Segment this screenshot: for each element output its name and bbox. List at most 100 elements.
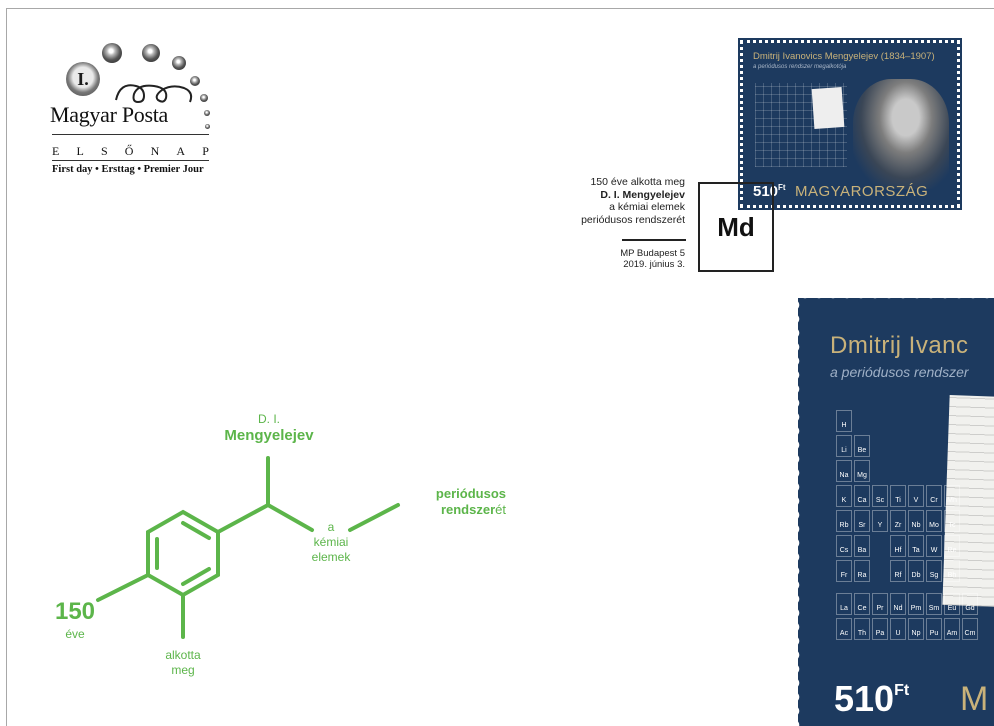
stamp-perforation bbox=[798, 292, 994, 304]
element-cell: H bbox=[836, 410, 852, 432]
mendeleev-portrait bbox=[853, 79, 949, 189]
logo-spiral-dot bbox=[200, 94, 208, 102]
logo-rule bbox=[52, 160, 209, 161]
element-cell: Np bbox=[908, 618, 924, 640]
element-cell: Ra bbox=[854, 560, 870, 582]
element-cell: U bbox=[890, 618, 906, 640]
element-cell: Pu bbox=[926, 618, 942, 640]
molecule-mid-a: a bbox=[327, 520, 335, 534]
elso-letter: P bbox=[202, 144, 209, 158]
element-cell: Be bbox=[854, 435, 870, 457]
element-cell: Pa bbox=[872, 618, 888, 640]
logo-spiral-dot bbox=[142, 44, 160, 62]
element-cell: Am bbox=[944, 618, 960, 640]
element-cell: Ba bbox=[854, 535, 870, 557]
element-cell: Zr bbox=[890, 510, 906, 532]
element-cell: Pr bbox=[872, 593, 888, 615]
small-stamp-country: MAGYARORSZÁG bbox=[795, 183, 929, 200]
element-cell: Rf bbox=[890, 560, 906, 582]
logo-spiral-dot bbox=[190, 76, 200, 86]
molecule-bottom-alkotta: alkotta bbox=[165, 648, 201, 662]
element-cell: Eu bbox=[944, 593, 960, 615]
element-symbol: Md bbox=[717, 211, 755, 242]
element-cell: Y bbox=[872, 510, 888, 532]
element-cell bbox=[872, 560, 888, 582]
element-cell: Tc bbox=[944, 510, 960, 532]
element-cell: Mg bbox=[854, 460, 870, 482]
logo-roman-numeral: I. bbox=[66, 62, 100, 96]
molecule-mid-kemiai: kémiai bbox=[313, 535, 349, 549]
logo-spiral-dot bbox=[204, 110, 210, 116]
element-cell: Ta bbox=[908, 535, 924, 557]
large-stamp-country: M bbox=[960, 680, 989, 718]
element-cell: Ti bbox=[890, 485, 906, 507]
molecule-right-line2: rendszerét bbox=[440, 502, 506, 517]
element-cell: Sr bbox=[854, 510, 870, 532]
element-cell: Cm bbox=[962, 618, 978, 640]
stamp-perforation bbox=[793, 298, 805, 726]
molecule-bottom-label: alkotta meg bbox=[150, 648, 216, 678]
element-cell: V bbox=[908, 485, 924, 507]
small-stamp-title: Dmitrij Ivanovics Mengyelejev (1834–1907… bbox=[753, 51, 935, 62]
postmark-rule bbox=[622, 239, 686, 241]
postmark-line: 150 éve alkotta meg bbox=[590, 176, 685, 188]
elso-letter: L bbox=[76, 144, 84, 158]
table-gap bbox=[836, 585, 994, 593]
element-cell: Rb bbox=[836, 510, 852, 532]
element-cell: Mn bbox=[944, 485, 960, 507]
molecule-right-bold: periódusos bbox=[435, 486, 506, 501]
element-cell: Pm bbox=[908, 593, 924, 615]
molecule-top-initials: D. I. bbox=[257, 412, 280, 426]
logo-spiral-dot bbox=[172, 56, 186, 70]
postmark-line: periódusos rendszerét bbox=[581, 213, 685, 226]
element-cell: Db bbox=[908, 560, 924, 582]
element-cell: Ac bbox=[836, 618, 852, 640]
small-stamp-price: 510Ft bbox=[753, 183, 786, 200]
small-stamp: Dmitrij Ivanovics Mengyelejev (1834–1907… bbox=[738, 38, 962, 210]
postmark-date: 2019. június 3. bbox=[623, 259, 685, 270]
element-cell: W bbox=[926, 535, 942, 557]
element-cell: Ce bbox=[854, 593, 870, 615]
element-cell: Cs bbox=[836, 535, 852, 557]
elso-nap-text: E L S Ő N A P bbox=[52, 144, 209, 159]
molecule-mid-label: a kémiai elemek bbox=[296, 520, 366, 565]
element-cell: Nd bbox=[890, 593, 906, 615]
logo-spiral-dot bbox=[205, 124, 210, 129]
element-cell: Gd bbox=[962, 593, 978, 615]
molecule-bottom-meg: meg bbox=[171, 663, 195, 677]
postmark-line: D. I. Mengyelejev bbox=[600, 188, 685, 201]
manuscript-image bbox=[811, 87, 845, 129]
periodic-row: H bbox=[836, 410, 994, 432]
element-cell: Li bbox=[836, 435, 852, 457]
elso-letter: E bbox=[52, 144, 60, 158]
elso-letter: Ő bbox=[124, 144, 134, 158]
molecule-mid-elemek: elemek bbox=[311, 550, 351, 564]
molecule-right-label: periódusos rendszerét bbox=[396, 486, 506, 518]
magyar-posta-logo: I. Magyar Posta E L S Ő N A P First day … bbox=[50, 40, 225, 180]
element-symbol-box: Md bbox=[698, 182, 774, 272]
element-cell: La bbox=[836, 593, 852, 615]
element-cell: K bbox=[836, 485, 852, 507]
element-cell: Hf bbox=[890, 535, 906, 557]
molecule-top-name: Mengyelejev bbox=[224, 427, 314, 444]
element-cell: Sm bbox=[926, 593, 942, 615]
elso-letter: N bbox=[150, 144, 160, 158]
element-cell bbox=[872, 535, 888, 557]
molecule-left-eve: éve bbox=[65, 627, 85, 641]
postmark-place-date: MP Budapest 5 2019. június 3. bbox=[590, 248, 685, 270]
postmark-line: a kémiai elemek bbox=[609, 201, 685, 213]
element-cell: Fr bbox=[836, 560, 852, 582]
postmark-text: 150 éve alkotta meg D. I. Mengyelejev a … bbox=[540, 176, 685, 226]
logo-rule bbox=[52, 134, 209, 135]
element-cell: Cr bbox=[926, 485, 942, 507]
large-stamp-title: Dmitrij Ivanc bbox=[830, 332, 969, 359]
